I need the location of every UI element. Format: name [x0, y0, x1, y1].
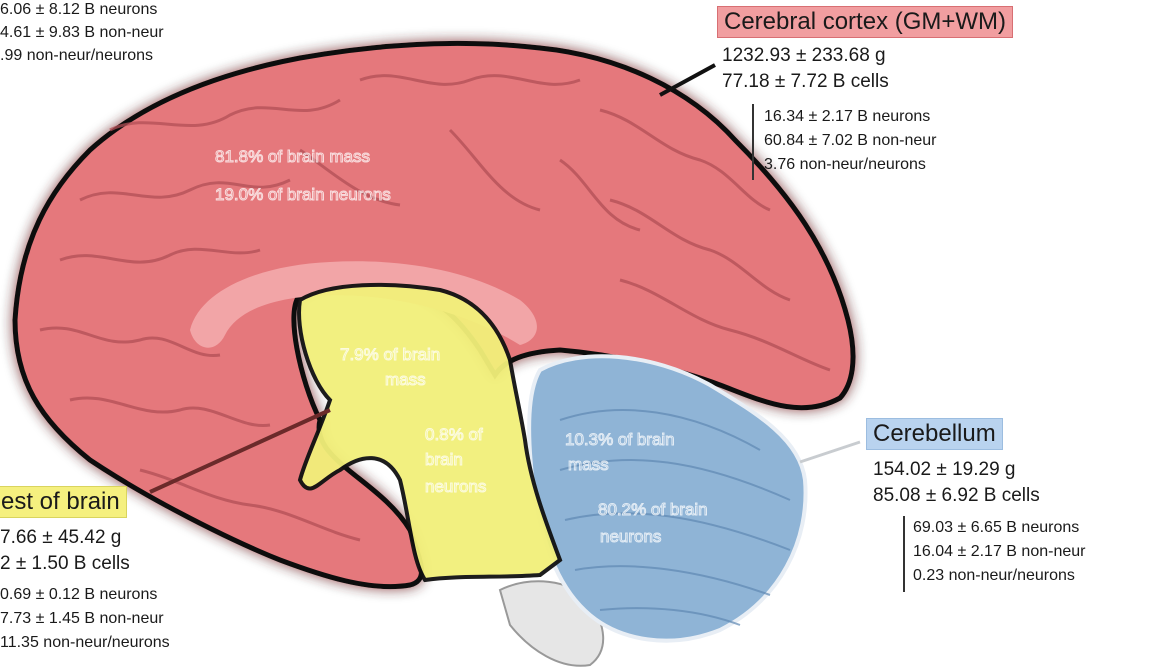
- cerebellum-leader-line: [800, 442, 860, 462]
- rest-overlay-neurons-1: 0.8% of: [425, 425, 483, 444]
- cortex-overlay-neurons: 19.0% of brain neurons: [215, 185, 391, 204]
- top-left-neurons: 6.06 ± 8.12 B neurons: [0, 0, 157, 21]
- cortex-overlay-mass: 81.8% of brain mass: [215, 147, 370, 166]
- rest-of-brain-ratio: 11.35 non-neur/neurons: [0, 631, 170, 654]
- cerebral-cortex-non-neur: 60.84 ± 7.02 B non-neur: [764, 129, 936, 152]
- rest-overlay-neurons-2: brain: [425, 450, 463, 469]
- cerebral-cortex-bracket: [752, 104, 754, 180]
- rest-overlay-mass-1: 7.9% of brain: [340, 345, 440, 364]
- cerebellum-label: Cerebellum: [866, 418, 1003, 450]
- cerebellum-cells: 85.08 ± 6.92 B cells: [873, 484, 1040, 507]
- cerebellum-overlay-mass-1: 10.3% of brain: [565, 430, 675, 449]
- cerebellum-overlay-neurons-1: 80.2% of brain: [598, 500, 708, 519]
- top-left-ratio: .99 non-neur/neurons: [0, 44, 153, 67]
- top-left-non-neur: 4.61 ± 9.83 B non-neur: [0, 21, 164, 44]
- cerebellum-bracket: [903, 516, 905, 592]
- cerebral-cortex-ratio: 3.76 non-neur/neurons: [764, 153, 926, 176]
- rest-of-brain-label: est of brain: [0, 486, 127, 518]
- cerebellum-neurons: 69.03 ± 6.65 B neurons: [913, 516, 1079, 539]
- cerebral-cortex-mass: 1232.93 ± 233.68 g: [722, 44, 886, 67]
- rest-overlay-mass-2: mass: [385, 370, 426, 389]
- rest-of-brain-non-neur: 7.73 ± 1.45 B non-neur: [0, 607, 164, 630]
- rest-of-brain-cells: 2 ± 1.50 B cells: [0, 552, 130, 575]
- cerebral-cortex-neurons: 16.34 ± 2.17 B neurons: [764, 105, 930, 128]
- rest-of-brain-mass: 7.66 ± 45.42 g: [0, 526, 121, 549]
- rest-of-brain-neurons: 0.69 ± 0.12 B neurons: [0, 583, 157, 606]
- cerebellum-ratio: 0.23 non-neur/neurons: [913, 564, 1075, 587]
- cerebellum-overlay-neurons-2: neurons: [600, 527, 661, 546]
- cerebellum-non-neur: 16.04 ± 2.17 B non-neur: [913, 540, 1085, 563]
- cerebral-cortex-cells: 77.18 ± 7.72 B cells: [722, 70, 889, 93]
- cerebral-cortex-label: Cerebral cortex (GM+WM): [717, 6, 1013, 38]
- cerebellum-overlay-mass-2: mass: [568, 455, 609, 474]
- cerebellum-mass: 154.02 ± 19.29 g: [873, 458, 1016, 481]
- cortex-leader-line: [660, 65, 715, 95]
- rest-overlay-neurons-3: neurons: [425, 477, 486, 496]
